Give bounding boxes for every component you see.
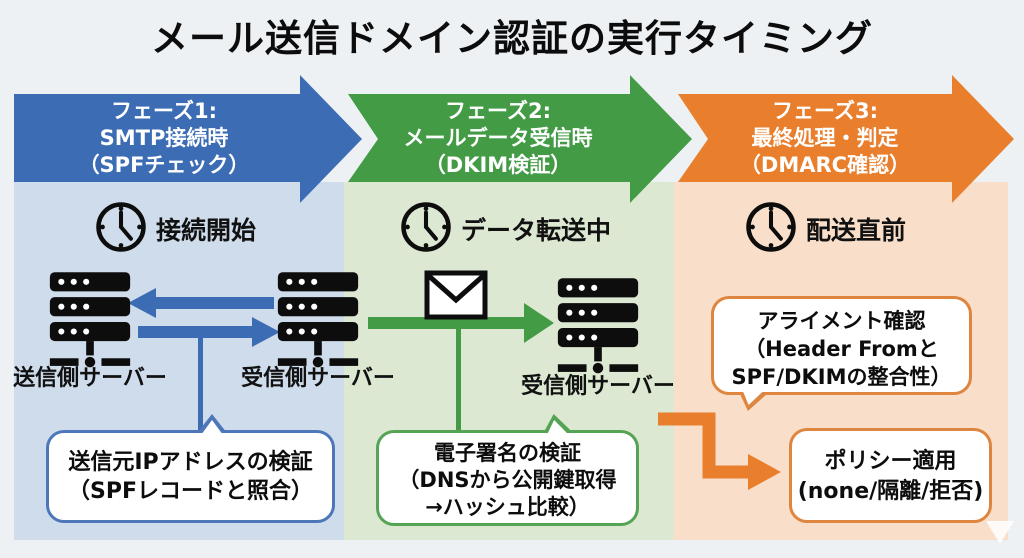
spf-bubble-line2: （SPFレコードと照合） — [68, 479, 313, 504]
phase2-arrow-label: フェーズ2: メールデータ受信時 （DKIM検証） — [358, 98, 638, 182]
spf-bubble-line1: 送信元IPアドレスの検証 — [68, 450, 313, 475]
phase3-arrow-line3: （DMARC確認） — [739, 153, 911, 177]
phase2-arrow-line2: メールデータ受信時 — [403, 126, 593, 150]
envelope-icon — [424, 270, 488, 320]
server-icon — [49, 272, 131, 368]
server-icon — [557, 278, 639, 374]
phase2-arrow-line1: フェーズ2: — [445, 99, 551, 123]
phase2-arrow-line3: （DKIM検証） — [424, 153, 572, 177]
phase3-arrow-line1: フェーズ3: — [772, 99, 878, 123]
policy-bubble-line2: (none/隔離/拒否) — [797, 479, 984, 504]
page-title: メール送信ドメイン認証の実行タイミング — [151, 17, 873, 60]
server-icon — [277, 272, 359, 368]
phase1-arrow-label: フェーズ1: SMTP接続時 （SPFチェック） — [24, 98, 304, 182]
phase1-arrow-line3: （SPFチェック） — [78, 153, 250, 177]
dkim-bubble-line1: 電子署名の検証 — [434, 441, 581, 465]
alignment-bubble-line1: アライメント確認 — [757, 309, 926, 333]
clock-icon — [401, 202, 451, 252]
clock-icon — [96, 202, 146, 252]
phase3-arrow-label: フェーズ3: 最終処理・判定 （DMARC確認） — [692, 98, 958, 182]
phase1-timing-label: 接続開始 — [156, 216, 257, 245]
receiver-server-label-phase2: 受信側サーバー — [521, 374, 675, 399]
alignment-check-bubble: アライメント確認 （Header Fromと SPF/DKIMの整合性） — [711, 296, 972, 411]
alignment-bubble-line2: （Header Fromと — [744, 337, 939, 361]
phase1-arrow-line1: フェーズ1: — [111, 99, 217, 123]
receiver-server-label-phase1: 受信側サーバー — [241, 366, 395, 391]
policy-apply-bubble: ポリシー適用 (none/隔離/拒否) — [789, 428, 992, 523]
dkim-verification-bubble: 電子署名の検証 （DNSから公開鍵取得 →ハッシュ比較） — [376, 414, 639, 526]
dkim-bubble-line3: →ハッシュ比較） — [425, 495, 590, 519]
dkim-bubble-line2: （DNSから公開鍵取得 — [398, 468, 617, 492]
clock-icon — [746, 202, 796, 252]
bubble-tail — [543, 420, 569, 435]
phase2-timing-label: データ転送中 — [461, 216, 612, 245]
alignment-bubble-line3: SPF/DKIMの整合性） — [731, 365, 952, 389]
phase3-arrow-line2: 最終処理・判定 — [751, 126, 899, 150]
bubble-tail — [201, 420, 223, 435]
phase3-timing-label: 配送直前 — [806, 216, 907, 245]
sender-server-label: 送信側サーバー — [13, 366, 167, 391]
phase1-arrow-line2: SMTP接続時 — [99, 126, 229, 150]
policy-bubble-line1: ポリシー適用 — [824, 449, 957, 474]
spf-verification-bubble: 送信元IPアドレスの検証 （SPFレコードと照合） — [46, 414, 335, 523]
